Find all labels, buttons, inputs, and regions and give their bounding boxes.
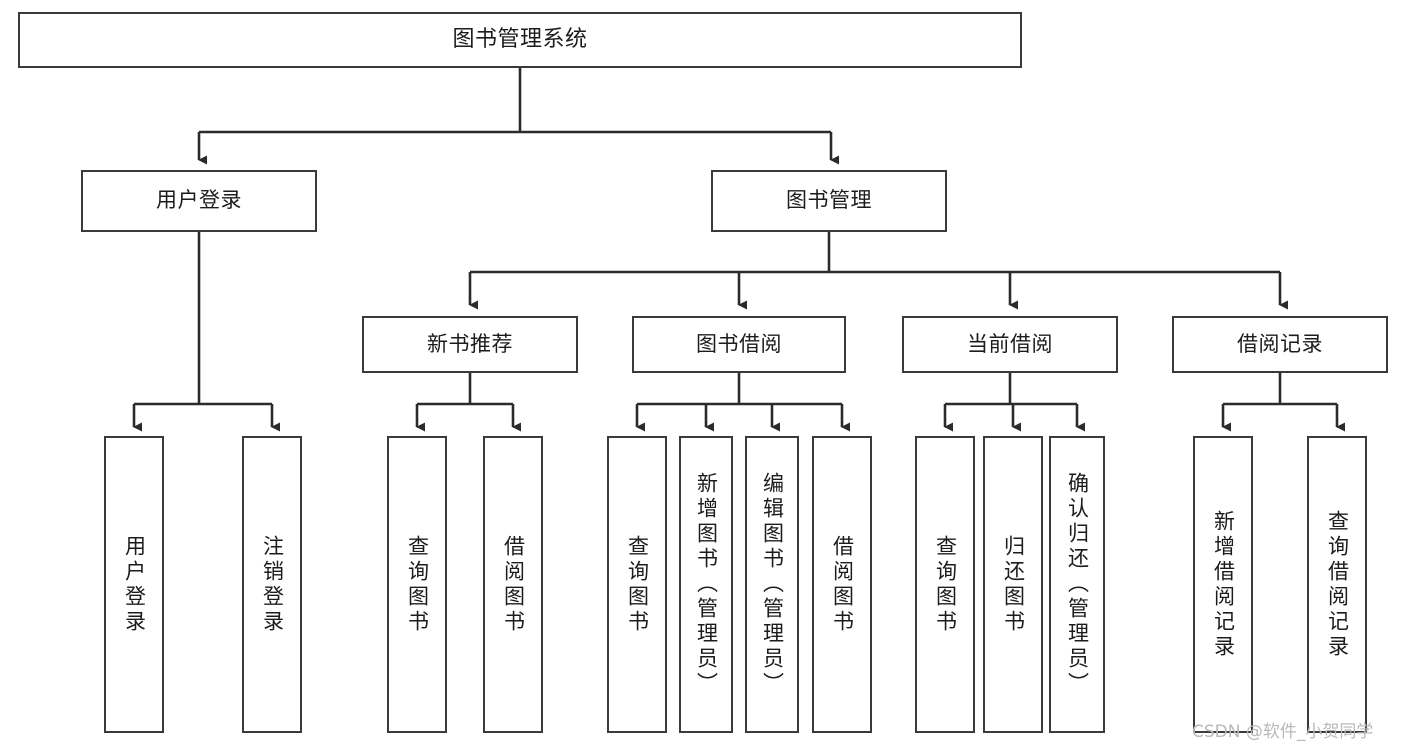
node-book-borrow[interactable]: 图书借阅 — [632, 316, 846, 373]
node-leaf-confirm-return[interactable]: 确认归还（管理员） — [1049, 436, 1105, 733]
node-root-label: 图书管理系统 — [452, 26, 588, 52]
node-leaf-add-book-label: 新增图书（管理员） — [694, 472, 719, 697]
node-leaf-add-record[interactable]: 新增借阅记录 — [1193, 436, 1253, 733]
node-book-manage[interactable]: 图书管理 — [711, 170, 947, 232]
node-leaf-user-login[interactable]: 用户登录 — [104, 436, 164, 733]
node-leaf-user-login-label: 用户登录 — [122, 534, 147, 635]
node-leaf-query-book-1[interactable]: 查询图书 — [387, 436, 447, 733]
node-book-manage-label: 图书管理 — [786, 188, 872, 213]
node-leaf-return-book-label: 归还图书 — [1001, 534, 1026, 635]
node-leaf-borrow-book-2-label: 借阅图书 — [830, 534, 855, 635]
node-leaf-add-record-label: 新增借阅记录 — [1211, 509, 1236, 660]
node-borrow-record-label: 借阅记录 — [1237, 331, 1323, 356]
node-leaf-edit-book[interactable]: 编辑图书（管理员） — [745, 436, 799, 733]
node-leaf-add-book[interactable]: 新增图书（管理员） — [679, 436, 733, 733]
node-book-borrow-label: 图书借阅 — [696, 331, 782, 356]
node-leaf-query-book-2[interactable]: 查询图书 — [607, 436, 667, 733]
node-root[interactable]: 图书管理系统 — [18, 12, 1022, 68]
node-user-login[interactable]: 用户登录 — [81, 170, 317, 232]
node-new-book-recommend[interactable]: 新书推荐 — [362, 316, 578, 373]
node-leaf-borrow-book-1-label: 借阅图书 — [501, 534, 526, 635]
node-borrow-record[interactable]: 借阅记录 — [1172, 316, 1388, 373]
csdn-watermark: CSDN @软件_小贺同学 — [1192, 722, 1374, 742]
node-leaf-query-record-label: 查询借阅记录 — [1325, 509, 1350, 660]
node-leaf-query-book-3[interactable]: 查询图书 — [915, 436, 975, 733]
node-leaf-confirm-return-label: 确认归还（管理员） — [1065, 472, 1090, 697]
node-leaf-user-logout[interactable]: 注销登录 — [242, 436, 302, 733]
node-leaf-user-logout-label: 注销登录 — [260, 534, 285, 635]
node-leaf-query-book-3-label: 查询图书 — [933, 534, 958, 635]
node-user-login-label: 用户登录 — [156, 188, 242, 213]
node-new-book-recommend-label: 新书推荐 — [427, 331, 513, 356]
node-leaf-query-book-1-label: 查询图书 — [405, 534, 430, 635]
node-current-borrow[interactable]: 当前借阅 — [902, 316, 1118, 373]
node-leaf-query-record[interactable]: 查询借阅记录 — [1307, 436, 1367, 733]
node-leaf-edit-book-label: 编辑图书（管理员） — [760, 472, 785, 697]
node-current-borrow-label: 当前借阅 — [967, 331, 1053, 356]
node-leaf-return-book[interactable]: 归还图书 — [983, 436, 1043, 733]
node-leaf-borrow-book-2[interactable]: 借阅图书 — [812, 436, 872, 733]
node-leaf-query-book-2-label: 查询图书 — [625, 534, 650, 635]
node-leaf-borrow-book-1[interactable]: 借阅图书 — [483, 436, 543, 733]
